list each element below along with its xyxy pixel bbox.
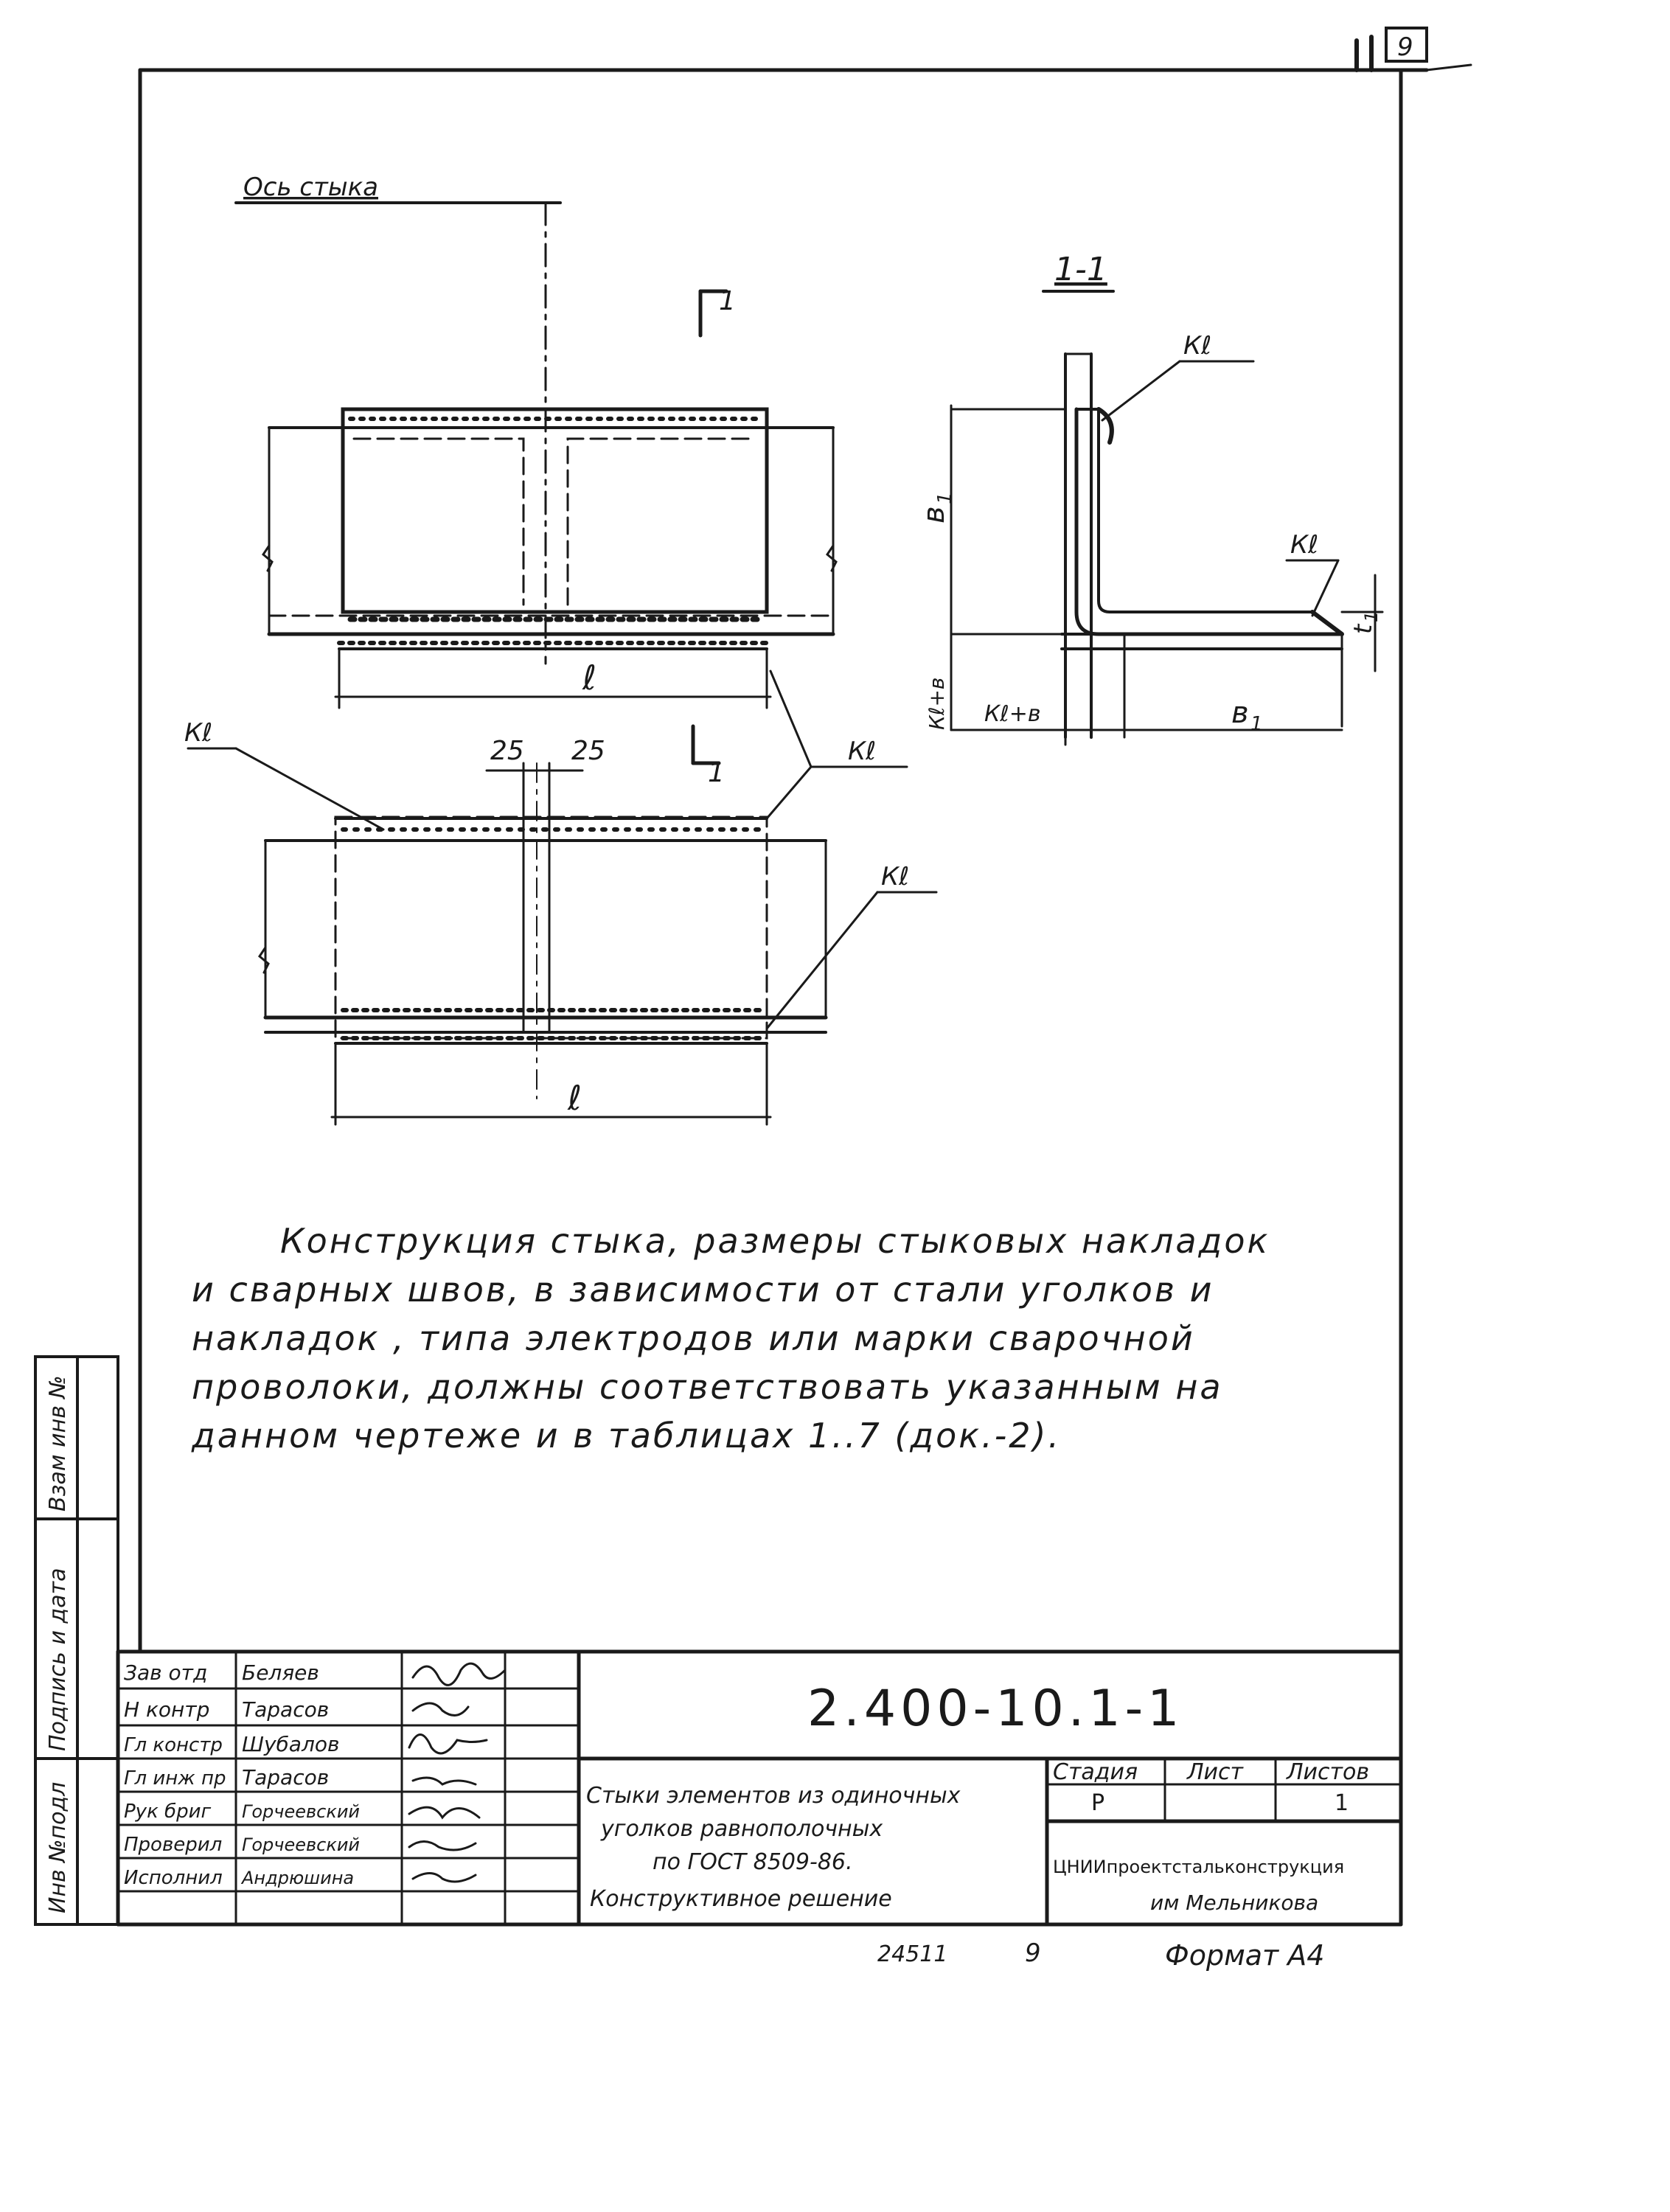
weld-leg-label-section-right: Кℓ — [1290, 530, 1318, 560]
weld-leg-label-right-bottom: Кℓ — [881, 862, 909, 891]
top-view-drawing — [234, 201, 838, 709]
side-stamp-sign-date: Подпись и дата — [45, 1568, 71, 1752]
stage-value: Р — [1091, 1790, 1104, 1816]
dim-length-top: ℓ — [582, 658, 596, 698]
svg-text:1: 1 — [934, 492, 956, 504]
title-block-frame — [116, 1649, 1403, 1927]
corner-ticks — [1354, 27, 1428, 72]
section-drawing — [950, 290, 1384, 746]
section-mark-top: 1 — [719, 286, 736, 316]
note-line-2: и сварных швов, в зависимости от стали у… — [192, 1270, 1214, 1310]
title-line-2: уголков равнополочных — [600, 1816, 883, 1842]
page-number: 9 — [1025, 1938, 1041, 1968]
row-name-4: Горчеевский — [242, 1801, 360, 1822]
row-name-5: Горчеевский — [242, 1834, 360, 1855]
construction-note: Конструкция стыка, размеры стыковых накл… — [184, 1217, 1364, 1460]
organization-line-1: ЦНИИпроектстальконструкция — [1053, 1857, 1344, 1877]
weld-leg-label-right-top: Кℓ — [848, 737, 876, 766]
note-line-4: проволоки, должны соответствовать указан… — [192, 1367, 1223, 1407]
row-name-2: Шубалов — [242, 1732, 339, 1756]
svg-text:в: в — [1231, 696, 1249, 730]
weld-leg-label-left: Кℓ — [184, 718, 212, 748]
row-name-0: Беляев — [242, 1660, 319, 1685]
dim-length-bottom: ℓ — [567, 1078, 582, 1118]
dim-flange-vertical: в 1 — [917, 492, 956, 524]
stage-header: Стадия — [1053, 1759, 1138, 1785]
bottom-view-drawing — [187, 669, 938, 1126]
dim-25-right: 25 — [571, 736, 605, 766]
sheets-value: 1 — [1335, 1790, 1349, 1816]
signatures — [408, 1662, 507, 1883]
svg-text:в: в — [917, 506, 951, 524]
note-line-3: накладок , типа электродов или марки сва… — [192, 1318, 1195, 1358]
dim-leg-plus-horizontal: Кℓ+в — [984, 701, 1041, 727]
dim-flange-bottom: в 1 — [1231, 696, 1263, 735]
note-line-1: Конструкция стыка, размеры стыковых накл… — [280, 1221, 1270, 1261]
row-name-1: Тарасов — [242, 1697, 329, 1722]
dim-25-left: 25 — [490, 736, 524, 766]
section-title: 1-1 — [1054, 251, 1107, 288]
title-line-3: по ГОСТ 8509-86. — [653, 1849, 853, 1875]
row-role-1: Н контр — [124, 1697, 209, 1722]
svg-text:Инв №подл: Инв №подл — [45, 1782, 71, 1913]
row-role-2: Гл констр — [124, 1734, 223, 1756]
title-line-1: Стыки элементов из одиночных — [586, 1783, 961, 1809]
side-stamp-frame — [34, 1355, 119, 1926]
title-line-4: Конструктивное решение — [590, 1886, 892, 1912]
svg-text:Кℓ+в: Кℓ+в — [925, 678, 949, 730]
svg-text:Взам инв №: Взам инв № — [45, 1375, 71, 1512]
document-code: 2.400-10.1-1 — [807, 1680, 1183, 1738]
row-role-6: Исполнил — [124, 1867, 223, 1889]
svg-text:1: 1 — [1361, 611, 1382, 622]
corner-mark: 9 — [1397, 32, 1413, 62]
row-name-6: Андрюшина — [240, 1868, 354, 1888]
weld-leg-label-section-top: Кℓ — [1183, 331, 1211, 361]
signature-rows: Зав отд Беляев Н контр Тарасов Гл констр… — [124, 1660, 360, 1889]
svg-text:1: 1 — [1250, 713, 1263, 735]
side-stamp-inv-orig: Инв №подл — [45, 1782, 71, 1913]
svg-text:t: t — [1349, 623, 1378, 634]
dim-leg-plus-vertical: Кℓ+в — [925, 678, 949, 730]
side-stamp-vzam: Взам инв № — [45, 1375, 71, 1512]
organization-line-2: им Мельникова — [1150, 1891, 1318, 1915]
sheets-header: Листов — [1286, 1759, 1369, 1785]
sheet-frame — [116, 63, 1472, 1927]
row-name-3: Тарасов — [242, 1765, 329, 1790]
row-role-4: Рук бриг — [124, 1801, 211, 1823]
format-label: Формат А4 — [1165, 1939, 1324, 1972]
svg-text:Подпись и дата: Подпись и дата — [45, 1568, 71, 1752]
joint-axis-label: Ось стыка — [243, 173, 378, 202]
section-mark-bottom: 1 — [708, 758, 725, 788]
row-role-0: Зав отд — [124, 1660, 207, 1685]
archive-number: 24511 — [877, 1941, 947, 1967]
dim-thickness: t 1 — [1349, 611, 1382, 634]
row-role-5: Проверил — [124, 1834, 222, 1856]
note-line-5: данном чертеже и в таблицах 1..7 (док.-2… — [192, 1416, 1062, 1455]
sheet-header: Лист — [1186, 1759, 1245, 1785]
row-role-3: Гл инж пр — [124, 1767, 226, 1790]
